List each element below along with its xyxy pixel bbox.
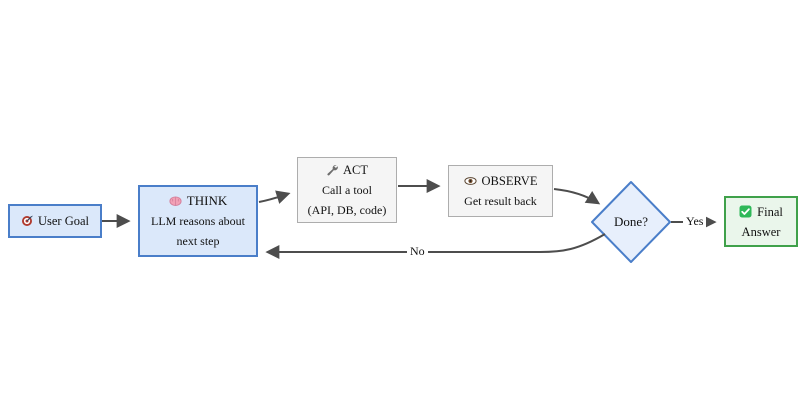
node-act: ACT Call a tool (API, DB, code) (297, 157, 397, 223)
final-answer-line2: Answer (741, 224, 781, 239)
observe-title: OBSERVE (481, 174, 538, 188)
node-observe: OBSERVE Get result back (448, 165, 553, 217)
node-final-answer: Final Answer (724, 196, 798, 247)
node-think: THINK LLM reasons about next step (138, 185, 258, 257)
think-desc-line2: next step (176, 234, 220, 248)
think-title: THINK (186, 193, 228, 208)
final-answer-line1: Final (757, 204, 783, 219)
act-title: ACT (343, 163, 368, 177)
brain-icon (169, 195, 182, 207)
node-user-goal: User Goal (8, 204, 102, 238)
edge-observe-to-decision (553, 188, 601, 205)
check-icon (739, 205, 752, 218)
target-icon (21, 215, 33, 227)
think-desc-line1: LLM reasons about (151, 214, 245, 228)
decision-diamond-shape (591, 181, 671, 263)
eye-icon (463, 176, 477, 186)
edge-think-to-act (258, 190, 291, 204)
edge-label-no: No (407, 244, 428, 259)
observe-desc-line1: Get result back (464, 194, 537, 208)
edge-decision-to-think-no-loop (265, 233, 606, 259)
user-goal-label: User Goal (37, 214, 90, 228)
act-desc-line2: (API, DB, code) (307, 203, 387, 217)
edge-label-yes: Yes (683, 214, 707, 229)
act-desc-line1: Call a tool (322, 183, 372, 197)
decision-label: Done? (614, 214, 648, 229)
wrench-icon (326, 164, 338, 176)
